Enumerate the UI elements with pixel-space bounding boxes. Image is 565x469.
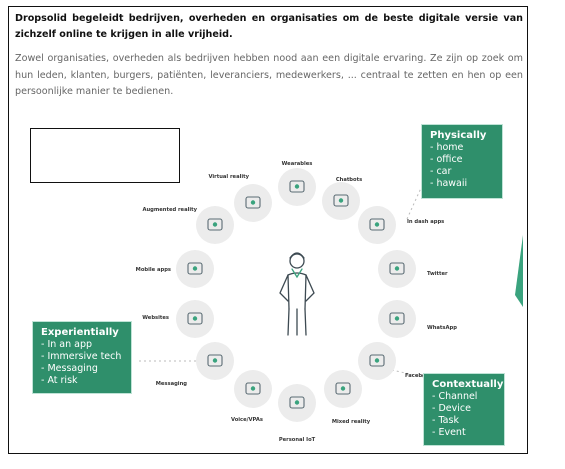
- channel-chatbot: Chatbots: [322, 177, 362, 220]
- twitter-icon: [389, 262, 405, 275]
- channel-label: In dash apps: [407, 219, 444, 225]
- voice-assistant-icon: [245, 382, 261, 395]
- physically-item: - home: [430, 142, 464, 153]
- website-icon: [187, 312, 203, 325]
- facebook-icon: [369, 354, 385, 367]
- messaging-icon: [207, 354, 223, 367]
- chatbot-icon: [333, 194, 349, 207]
- contextually-item: - Event: [432, 427, 466, 438]
- channel-label: Chatbots: [336, 177, 362, 183]
- channel-vr-headset: Virtual reality: [208, 174, 272, 222]
- experientially-item: - In an app: [41, 339, 93, 350]
- intro-paragraph: Zowel organisaties, overheden als bedrij…: [15, 53, 523, 97]
- augmented-reality-icon: [207, 218, 223, 231]
- mixed-reality-icon: [335, 382, 351, 395]
- contextually-item: - Channel: [432, 391, 478, 402]
- channel-label: Wearables: [282, 161, 313, 167]
- contextually-title: Contextually: [432, 379, 504, 390]
- page-heading: Dropsolid begeleidt bedrijven, overheden…: [15, 13, 523, 40]
- channel-website: Websites: [142, 300, 214, 338]
- channel-iot: Personal IoT: [278, 384, 316, 443]
- channel-twitter: Twitter: [378, 250, 448, 288]
- channel-voice-assistant: Voice/VPAs: [231, 370, 272, 423]
- channel-dashboard: In dash apps: [358, 206, 444, 244]
- channel-label: Twitter: [427, 271, 448, 277]
- channel-label: WhatsApp: [427, 325, 457, 331]
- channel-label: Mixed reality: [332, 419, 371, 425]
- channel-label: Websites: [142, 315, 169, 321]
- experientially-title: Experientially: [41, 327, 119, 338]
- channel-augmented-reality: Augmented reality: [142, 206, 234, 244]
- channel-label: Augmented reality: [142, 207, 197, 213]
- channel-mobile-app: Mobile apps: [136, 250, 214, 288]
- person-figure: [279, 252, 315, 336]
- physically-item: - car: [430, 166, 452, 177]
- vr-headset-icon: [245, 196, 261, 209]
- wearable-icon: [289, 180, 305, 193]
- experientially-item: - Immersive tech: [41, 351, 122, 362]
- contextually-box: Contextually - Channel - Device - Task -…: [423, 373, 505, 446]
- physically-item: - office: [430, 154, 463, 165]
- physically-item: - hawaii: [430, 178, 468, 189]
- channel-whatsapp: WhatsApp: [378, 300, 457, 338]
- channel-label: Facebook: [405, 373, 433, 379]
- channel-label: Virtual reality: [208, 174, 249, 180]
- channel-wearable: Wearables: [278, 161, 316, 206]
- channel-messaging: Messaging: [156, 342, 234, 387]
- experientially-item: - Messaging: [41, 363, 98, 374]
- physically-title: Physically: [430, 130, 487, 141]
- channel-mixed-reality: Mixed reality: [324, 370, 371, 425]
- channel-label: Messaging: [156, 381, 188, 387]
- placeholder-box: [30, 128, 180, 183]
- channel-facebook: Facebook: [358, 342, 433, 380]
- experientially-box: Experientially - In an app - Immersive t…: [32, 321, 132, 394]
- contextually-item: - Device: [432, 403, 471, 414]
- channel-label: Voice/VPAs: [231, 417, 263, 423]
- mobile-app-icon: [187, 262, 203, 275]
- contextually-item: - Task: [432, 415, 459, 426]
- channel-label: Personal IoT: [279, 437, 316, 443]
- iot-icon: [289, 396, 305, 409]
- physically-box: Physically - home - office - car - hawai…: [421, 124, 503, 199]
- channel-label: Mobile apps: [136, 267, 171, 273]
- experientially-item: - At risk: [41, 375, 78, 386]
- dashboard-icon: [369, 218, 385, 231]
- whatsapp-icon: [389, 312, 405, 325]
